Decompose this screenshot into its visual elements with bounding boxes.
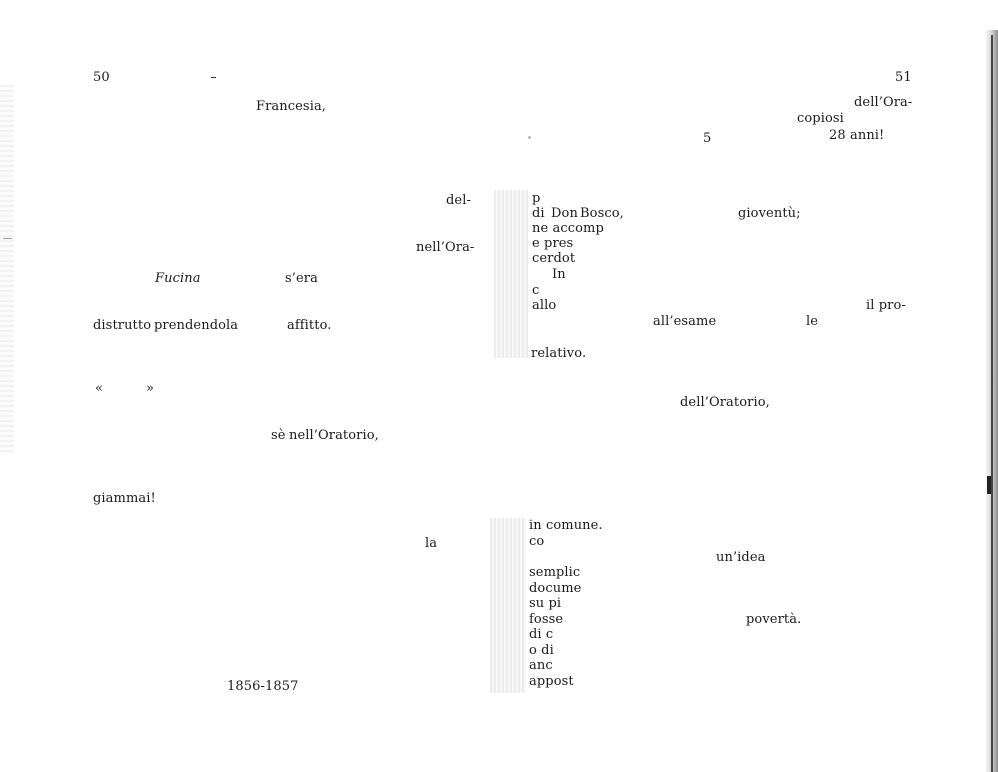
text-fragment: appost: [529, 674, 574, 689]
text-fragment: dell’Ora-: [854, 95, 913, 110]
text-fragment: s’era: [285, 271, 318, 286]
text-fragment: 28: [829, 128, 846, 143]
text-fragment: di: [532, 206, 545, 221]
text-fragment: povertà.: [746, 612, 802, 627]
text-fragment: p: [532, 191, 541, 206]
text-fragment: co: [529, 534, 545, 549]
text-fragment: all’esame: [653, 314, 717, 329]
text-fragment: di c: [529, 627, 554, 642]
text-fragment: la: [425, 536, 438, 551]
text-fragment: sè: [271, 428, 286, 443]
scan-right-edge-line: [991, 35, 993, 772]
text-fragment: il pro-: [866, 298, 906, 313]
text-fragment-italic: Fucina: [155, 271, 201, 286]
text-fragment: Francesia,: [256, 99, 327, 114]
text-fragment: 5: [703, 131, 712, 146]
page-number-right: 51: [895, 70, 912, 85]
text-fragment: Don: [551, 206, 578, 221]
text-fragment: giammai!: [93, 491, 156, 506]
text-fragment: c: [532, 283, 540, 298]
text-fragment: anc: [529, 658, 553, 673]
text-fragment: allo: [532, 298, 557, 313]
text-fragment: le: [806, 314, 819, 329]
text-fragment: In: [552, 267, 566, 282]
text-fragment: distrutto: [93, 318, 152, 333]
guillemet-open: «: [95, 381, 104, 396]
text-fragment: dell’Oratorio,: [680, 395, 770, 410]
scan-right-edge-mark: [987, 476, 991, 494]
text-fragment: un’idea: [716, 550, 766, 565]
footer-years: 1856-1857: [227, 679, 299, 694]
text-fragment: ne accomp: [532, 221, 604, 236]
scan-left-edge: [0, 85, 14, 455]
text-fragment: relativo.: [531, 346, 587, 361]
guillemet-close: »: [146, 381, 155, 396]
text-fragment: affitto.: [287, 318, 332, 333]
text-fragment: prendendola: [154, 318, 239, 333]
gutter-shadow-lower: [490, 518, 526, 693]
text-fragment: copiosi: [797, 111, 844, 126]
text-fragment: del-: [446, 193, 471, 208]
text-fragment: semplic: [529, 565, 581, 580]
text-fragment: o di: [529, 643, 554, 658]
text-fragment: cerdot: [532, 251, 576, 266]
gutter-shadow-upper: [494, 190, 528, 358]
scan-smudge: [528, 136, 531, 139]
header-dash: [211, 77, 216, 78]
text-fragment: gioventù;: [738, 206, 801, 221]
scan-tick: [3, 238, 12, 239]
text-fragment: e pres: [532, 236, 574, 251]
text-fragment: Bosco,: [580, 206, 624, 221]
text-fragment: su pi: [529, 596, 562, 611]
text-fragment: nell’Ora-: [416, 240, 475, 255]
text-fragment: in comune.: [529, 518, 603, 533]
text-fragment: fosse: [529, 612, 564, 627]
text-fragment: nell’Oratorio,: [289, 428, 379, 443]
text-fragment: docume: [529, 581, 582, 596]
text-fragment: anni!: [850, 128, 885, 143]
page-number-left: 50: [93, 70, 110, 85]
